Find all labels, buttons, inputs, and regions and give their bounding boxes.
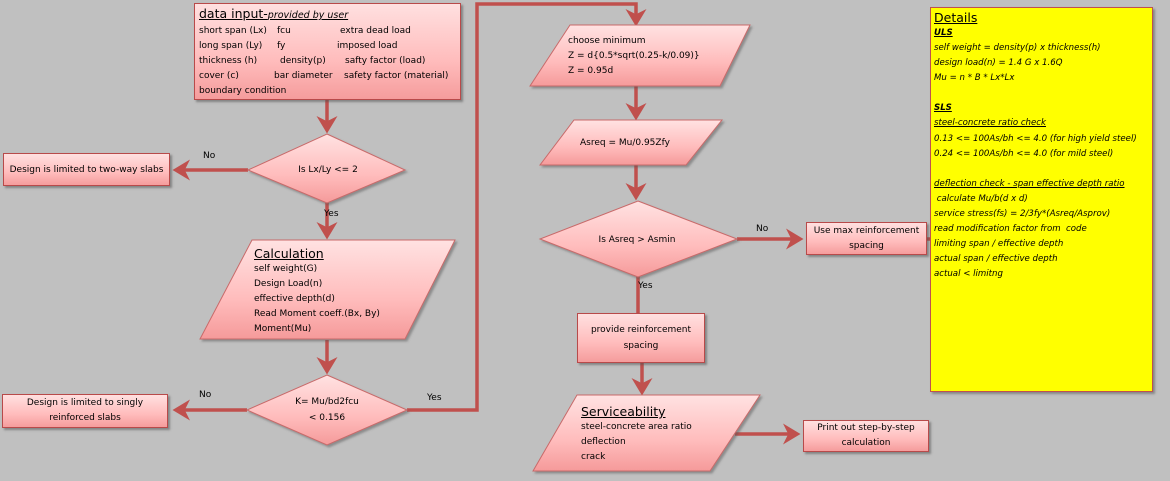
calculation-title: Calculation: [254, 246, 324, 261]
input-row: short span (Lx) fcu extra dead load: [199, 26, 411, 36]
deflection-heading: deflection check - span effective depth …: [934, 178, 1125, 189]
calculation-item: Read Moment coeff.(Bx, By): [254, 309, 380, 319]
input-row: boundary condition: [199, 86, 287, 96]
choose-minimum-content: choose minimum Z = d{0.5*sqrt(0.25-k/0.0…: [568, 34, 700, 79]
choose-min-line: Z = 0.95d: [568, 66, 614, 76]
serviceability-title: Serviceability: [581, 404, 666, 419]
data-input-fields: short span (Lx) fcu extra dead load long…: [199, 24, 456, 99]
details-panel: Details ULS self weight = density(p) x t…: [930, 7, 1153, 392]
asreq-shape: [538, 119, 724, 166]
calculation-item: Design Load(n): [254, 279, 323, 289]
decision-asmin-yes-label: Yes: [638, 281, 653, 291]
decision-k-no-label: No: [199, 390, 212, 400]
ratio-check-heading: steel-concrete ratio check: [934, 118, 1046, 129]
decision-asmin-shape: [538, 200, 739, 278]
print-out-box: Print out step-by-step calculation: [803, 420, 929, 452]
calculation-item: Moment(Mu): [254, 324, 312, 334]
sls-heading: SLS: [934, 103, 952, 114]
uls-line: Mu = n * B * Lx*Lx: [934, 73, 1015, 84]
connector-k-yes: [407, 2, 647, 412]
deflection-line: limiting span / effective depth: [934, 239, 1064, 250]
decision-k-yes-label: Yes: [427, 393, 442, 403]
choose-min-line: choose minimum: [568, 36, 646, 46]
serviceability-item: deflection: [581, 437, 626, 447]
serviceability-item: crack: [581, 452, 606, 462]
details-title: Details: [934, 10, 978, 25]
calculation-item: effective depth(d): [254, 294, 335, 304]
deflection-line: read modification factor from code: [934, 224, 1087, 235]
input-row: thickness (h) density(p) safty factor (l…: [199, 56, 426, 66]
calculation-item: self weight(G): [254, 264, 318, 274]
ratio-line: 0.13 <= 100As/bh <= 4.0 (for high yield …: [934, 133, 1137, 144]
serviceability-shape: [532, 394, 761, 472]
deflection-line: calculate Mu/b(d x d): [934, 193, 1028, 204]
data-input-title: data input-provided by user: [199, 6, 349, 21]
serviceability-content: Serviceability steel-concrete area ratio…: [581, 403, 692, 465]
decision-ratio-yes-label: Yes: [324, 209, 339, 219]
decision-ratio-shape: [246, 133, 407, 204]
calculation-content: Calculation self weight(G) Design Load(n…: [254, 245, 380, 337]
input-row: long span (Ly) fy imposed load: [199, 41, 398, 51]
decision-k-text: K= Mu/bd2fcu < 0.156: [295, 397, 359, 423]
max-spacing-box: Use max reinforcement spacing: [806, 222, 927, 255]
decision-k-shape: [245, 374, 409, 446]
two-way-slab-note: Design is limited to two-way slabs: [3, 153, 170, 186]
decision-asmin-no-label: No: [756, 224, 769, 234]
provide-spacing-box: provide reinforcement spacing: [577, 313, 705, 363]
uls-line: self weight = density(p) x thickness(h): [934, 43, 1101, 54]
serviceability-item: steel-concrete area ratio: [581, 422, 692, 432]
data-input-box: data input-provided by user short span (…: [194, 3, 461, 100]
decision-ratio-text: Is Lx/Ly <= 2: [298, 165, 358, 175]
singly-reinforced-note: Design is limited to singly reinforced s…: [2, 394, 168, 428]
decision-asmin-text: Is Asreq > Asmin: [598, 235, 676, 245]
asreq-text: Asreq = Mu/0.95Zfy: [580, 138, 670, 148]
deflection-line: actual span / effective depth: [934, 254, 1058, 265]
ratio-line: 0.24 <= 100As/bh <= 4.0 (for mild steel): [934, 148, 1114, 159]
decision-ratio-no-label: No: [203, 151, 216, 161]
input-row: cover (c) bar diameter safety factor (ma…: [199, 71, 449, 81]
calculation-shape: [199, 239, 456, 340]
deflection-line: actual < limitng: [934, 269, 1003, 280]
deflection-line: service stress(fs) = 2/3fy*(Asreq/Asprov…: [934, 208, 1111, 219]
uls-line: design load(n) = 1.4 G x 1.6Q: [934, 58, 1063, 69]
uls-heading: ULS: [934, 28, 953, 38]
choose-min-shape: [529, 24, 751, 87]
choose-min-line: Z = d{0.5*sqrt(0.25-k/0.09)}: [568, 51, 700, 61]
